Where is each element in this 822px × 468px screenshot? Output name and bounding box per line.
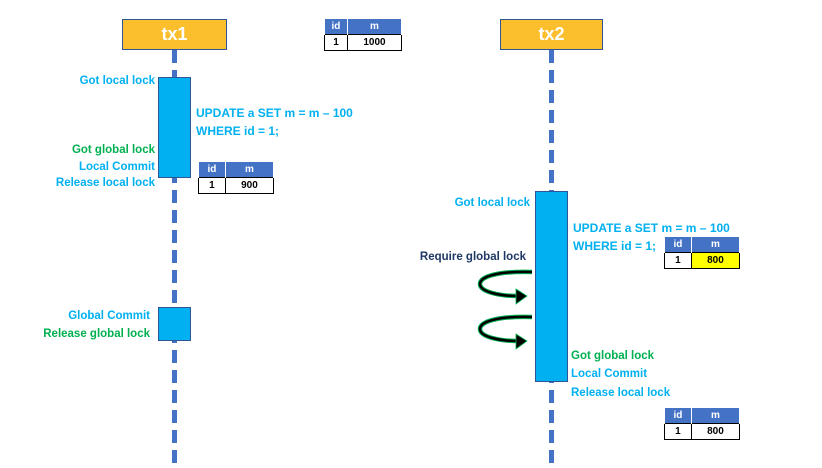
tx2-sql: UPDATE a SET m = m – 100 WHERE id = 1; [573, 219, 730, 255]
tx2-table-final: id m 1 800 [664, 407, 741, 440]
tx1-got-local-lock: Got local lock [79, 75, 155, 87]
cell-m: 900 [224, 177, 275, 194]
tx2-sql-line-1: UPDATE a SET m = m – 100 [573, 221, 730, 235]
tx1-sql-line-2: WHERE id = 1; [196, 124, 280, 138]
cell-m: 800 [690, 423, 741, 440]
tx1-sql: UPDATE a SET m = m – 100 WHERE id = 1; [196, 104, 353, 140]
cell-id: 1 [664, 252, 692, 269]
tx1-table: id m 1 900 [198, 161, 275, 194]
tx2-require-global-lock: Require global lock [419, 251, 526, 263]
wait-loop-arrow-1 [477, 269, 533, 305]
tx1-activation-1 [158, 77, 191, 178]
tx2-got-global-lock: Got global lock [571, 350, 655, 362]
tx2-header: tx2 [500, 19, 603, 50]
cell-m-highlighted: 800 [690, 252, 741, 269]
cell-id: 1 [198, 177, 226, 194]
tx1-header: tx1 [122, 19, 227, 50]
tx1-release-local-lock: Release local lock [55, 177, 155, 189]
col-m: m [690, 407, 741, 424]
tx2-sql-line-2: WHERE id = 1; [573, 239, 657, 253]
tx1-global-commit: Global Commit [68, 310, 150, 322]
initial-table: id m 1 1000 [324, 18, 403, 51]
tx1-release-global-lock: Release global lock [43, 328, 150, 340]
tx1-sql-line-1: UPDATE a SET m = m – 100 [196, 106, 353, 120]
col-m: m [224, 161, 275, 178]
tx2-got-local-lock: Got local lock [454, 197, 530, 209]
cell-m: 1000 [346, 34, 403, 51]
col-id: id [664, 236, 692, 253]
tx2-activation [535, 191, 568, 382]
col-id: id [198, 161, 226, 178]
cell-id: 1 [324, 34, 348, 51]
tx1-lifeline [172, 50, 177, 468]
tx2-release-local-lock: Release local lock [571, 387, 671, 399]
col-m: m [346, 18, 403, 35]
tx1-local-commit: Local Commit [78, 161, 155, 173]
tx1-got-global-lock: Got global lock [71, 144, 155, 156]
col-m: m [690, 236, 741, 253]
tx2-table-pending: id m 1 800 [664, 236, 741, 269]
tx2-local-commit: Local Commit [571, 368, 648, 380]
tx1-activation-2 [158, 307, 191, 341]
cell-id: 1 [664, 423, 692, 440]
wait-arrows [477, 269, 533, 350]
col-id: id [664, 407, 692, 424]
wait-loop-arrow-2 [477, 314, 533, 350]
col-id: id [324, 18, 348, 35]
